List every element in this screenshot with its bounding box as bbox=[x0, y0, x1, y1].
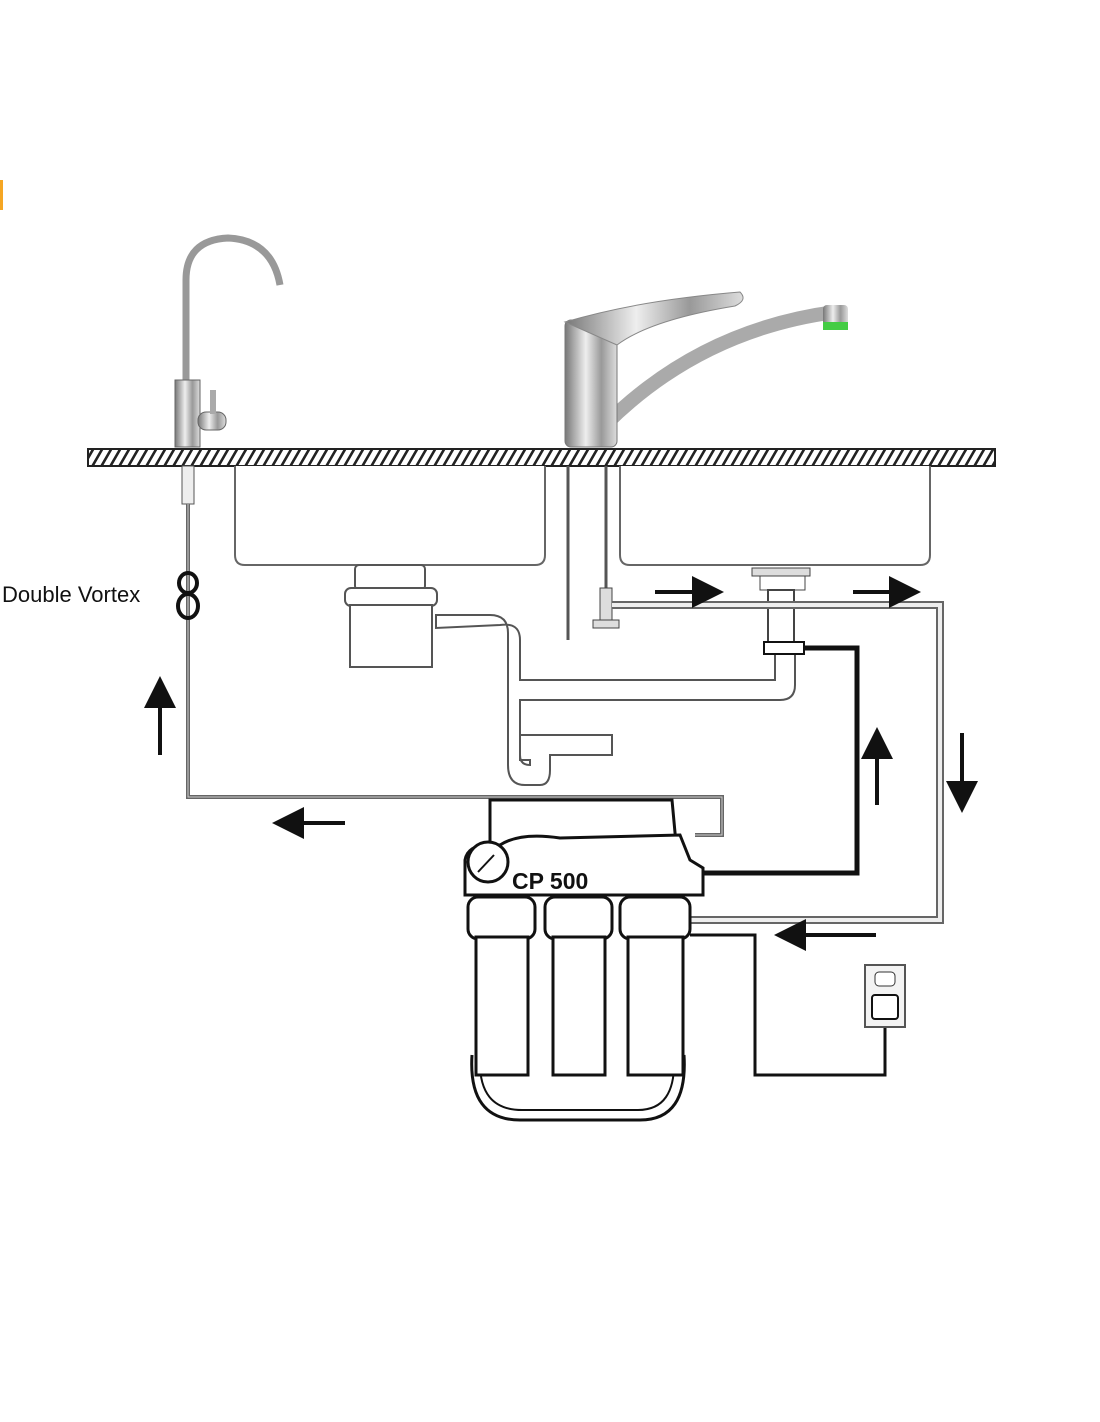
pressure-gauge-icon bbox=[466, 840, 510, 884]
countertop bbox=[87, 448, 996, 467]
flow-arrow-icon bbox=[144, 576, 978, 951]
double-vortex-label: Double Vortex bbox=[2, 582, 141, 607]
double-vortex-icon bbox=[176, 571, 200, 620]
unit-model-label: CP 500 bbox=[512, 868, 589, 894]
mixer-faucet-icon bbox=[563, 291, 848, 448]
sink-right bbox=[619, 466, 931, 566]
power-outlet-icon bbox=[864, 964, 906, 1028]
sink-left bbox=[234, 466, 546, 566]
disposal-drain bbox=[344, 564, 796, 786]
accent-mark bbox=[0, 180, 3, 210]
filter-cartridge-icon bbox=[466, 895, 692, 1077]
drinking-faucet-icon bbox=[174, 234, 284, 448]
ro-unit bbox=[463, 798, 705, 1122]
